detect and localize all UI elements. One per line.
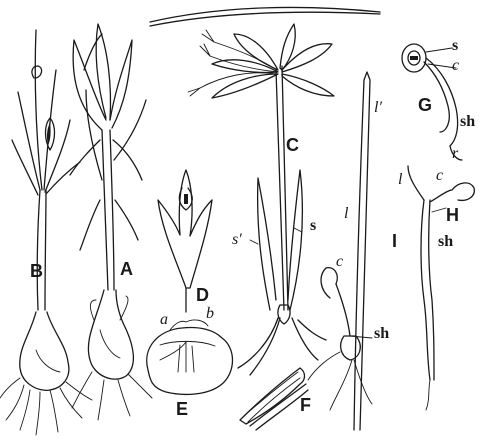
label-f: F bbox=[300, 396, 311, 414]
label-b-e: b bbox=[206, 306, 214, 322]
label-h: H bbox=[446, 206, 459, 224]
label-sh-h: sh bbox=[438, 234, 453, 250]
label-l-i: l bbox=[344, 206, 348, 222]
label-a: A bbox=[120, 260, 133, 278]
label-i: I bbox=[392, 232, 397, 250]
label-s-prime: s′ bbox=[232, 232, 242, 248]
figure-i bbox=[308, 72, 372, 430]
label-l-h: l bbox=[398, 172, 402, 188]
label-d: D bbox=[196, 286, 209, 304]
label-s-c: s bbox=[310, 218, 316, 234]
label-sh-g: sh bbox=[460, 114, 475, 130]
label-c-h: c bbox=[436, 168, 443, 184]
label-g: G bbox=[418, 96, 432, 114]
label-c-g: c bbox=[452, 58, 459, 74]
label-e: E bbox=[176, 400, 188, 418]
figure-e bbox=[147, 320, 233, 394]
label-c: C bbox=[286, 136, 299, 154]
label-b: B bbox=[30, 262, 43, 280]
plant-a bbox=[70, 7, 380, 420]
label-c-i: c bbox=[336, 254, 343, 270]
label-r-g: r bbox=[452, 146, 458, 162]
label-a-e: a bbox=[160, 312, 168, 328]
label-s-g: s bbox=[452, 38, 458, 54]
label-l-prime: l′ bbox=[374, 100, 382, 116]
label-sh-i: sh bbox=[374, 326, 389, 342]
figure-h bbox=[408, 166, 474, 410]
figure-c bbox=[188, 24, 334, 375]
figure-f bbox=[240, 368, 308, 430]
